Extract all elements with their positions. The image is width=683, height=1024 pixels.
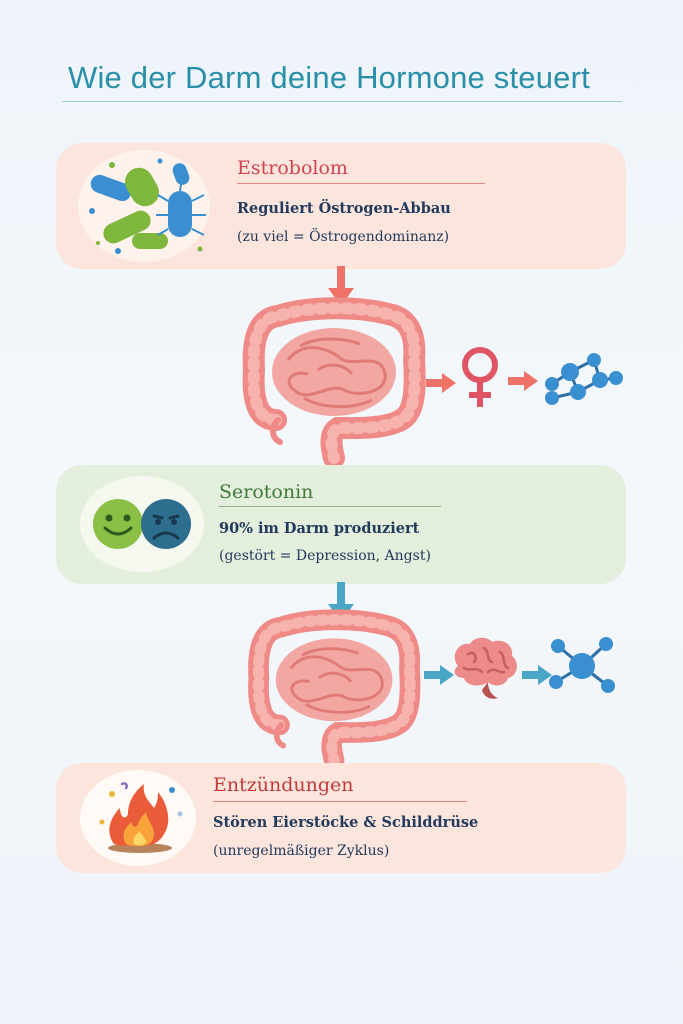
intestine-icon (248, 612, 424, 772)
mood-faces-icon (93, 499, 191, 549)
right-arrow-icon (424, 665, 454, 685)
estrobolom-heading-rule (237, 183, 485, 184)
page-title: Wie der Darm deine Hormone steuert (68, 60, 590, 95)
entzuendungen-heading-rule (213, 801, 467, 802)
intestine-icon (248, 300, 424, 470)
molecule-icon (543, 351, 625, 407)
brain-icon (454, 637, 517, 699)
estrobolom-heading: Estrobolom (237, 157, 348, 179)
right-arrow-icon (508, 371, 538, 391)
venus-symbol-icon (462, 347, 498, 407)
serotonin-heading: Serotonin (219, 481, 314, 503)
serotonin-main-text: 90% im Darm produziert (219, 520, 420, 537)
down-arrow-icon (328, 266, 354, 306)
molecule-icon (549, 637, 615, 693)
bacteria-icon (89, 158, 206, 254)
estrobolom-main-text: Reguliert Östrogen-Abbau (237, 200, 451, 217)
entzuendungen-heading: Entzündungen (213, 774, 354, 796)
right-arrow-icon (426, 373, 456, 393)
entzuendungen-sub-text: (unregelmäßiger Zyklus) (213, 843, 390, 859)
serotonin-heading-rule (219, 506, 441, 507)
entzuendungen-main-text: Stören Eierstöcke & Schilddrüse (213, 814, 479, 831)
right-arrow-icon (522, 665, 552, 685)
fire-icon (99, 782, 183, 853)
serotonin-sub-text: (gestört = Depression, Angst) (219, 548, 431, 564)
title-divider (62, 101, 622, 102)
estrobolom-sub-text: (zu viel = Östrogendominanz) (237, 229, 450, 245)
